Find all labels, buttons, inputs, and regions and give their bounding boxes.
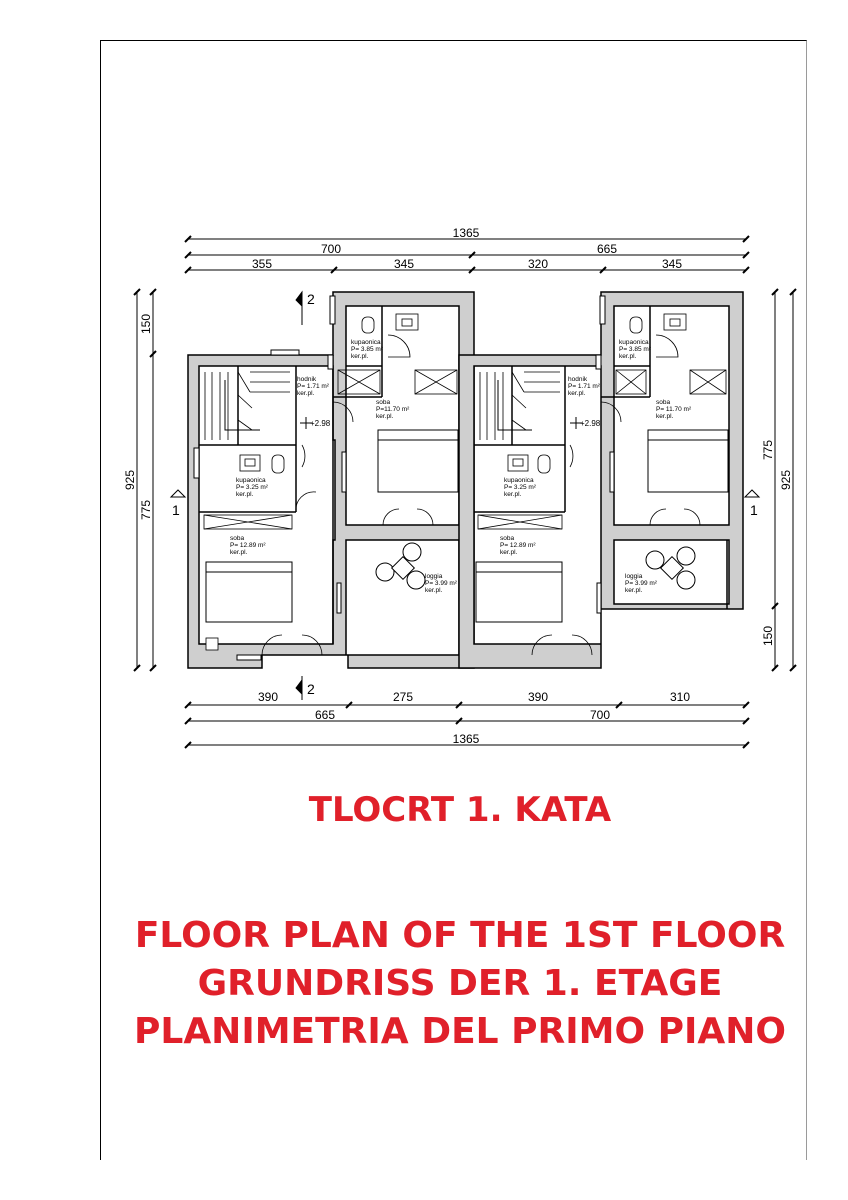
level-mark-a: +2.98	[310, 419, 331, 428]
dim-bottom-sub-3: 390	[528, 690, 548, 704]
floor-plan: 1365 700 665 355 345 320 345 390 275 390…	[123, 226, 797, 749]
title-italian: PLANIMETRIA DEL PRIMO PIANO	[134, 1011, 786, 1052]
section-mark-top: 2	[307, 291, 315, 307]
dim-left-outer: 925	[123, 470, 137, 490]
dim-right-outer: 925	[779, 470, 793, 490]
section-markers: 2 2 1 1	[169, 290, 761, 700]
level-marks: +2.98 +2.98	[300, 417, 601, 429]
dim-top-sub-1: 355	[252, 257, 272, 271]
dim-top-sub-3: 320	[528, 257, 548, 271]
dim-top-sub-2: 345	[394, 257, 414, 271]
dimension-lines-bottom	[184, 701, 750, 749]
partitions	[199, 306, 651, 644]
beds	[205, 429, 729, 623]
section-mark-left: 1	[172, 502, 180, 518]
dim-bottom-mid-1: 665	[315, 708, 335, 722]
level-mark-b: +2.98	[580, 419, 601, 428]
wardrobes	[203, 369, 727, 530]
section-mark-right: 1	[750, 502, 758, 518]
staircase-b	[479, 371, 560, 440]
dim-top-mid-2: 665	[597, 242, 617, 256]
walls	[187, 291, 744, 669]
sanitary-fixtures	[205, 313, 687, 651]
drawing-frame	[100, 40, 807, 1160]
dimension-texts: 1365 700 665 355 345 320 345 390 275 390…	[123, 226, 793, 746]
section-mark-bottom: 2	[307, 681, 315, 697]
dim-right-inner-2: 150	[761, 626, 775, 646]
title-english: FLOOR PLAN OF THE 1ST FLOOR	[134, 915, 786, 956]
dim-bottom-total: 1365	[453, 732, 480, 746]
dim-bottom-mid-2: 700	[590, 708, 610, 722]
dim-top-mid-1: 700	[321, 242, 341, 256]
title-translations: FLOOR PLAN OF THE 1ST FLOOR GRUNDRISS DE…	[100, 912, 820, 1056]
windows	[193, 295, 615, 661]
staircase-a	[204, 371, 290, 440]
title-croatian: TLOCRT 1. KATA	[308, 790, 612, 830]
dimension-lines-left	[133, 288, 157, 672]
loggia-furniture	[375, 542, 696, 590]
dim-left-inner-2: 775	[139, 500, 153, 520]
dimension-lines-right	[771, 288, 797, 672]
dim-bottom-sub-4: 310	[670, 690, 690, 704]
dim-bottom-sub-2: 275	[393, 690, 413, 704]
dim-top-total: 1365	[453, 226, 480, 240]
dim-top-sub-4: 345	[662, 257, 682, 271]
dim-bottom-sub-1: 390	[258, 690, 278, 704]
dim-left-inner-1: 150	[139, 314, 153, 334]
dimension-lines-top	[184, 235, 750, 274]
title-german: GRUNDRISS DER 1. ETAGE	[197, 963, 723, 1004]
doors	[261, 334, 701, 656]
dim-right-inner-1: 775	[761, 440, 775, 460]
